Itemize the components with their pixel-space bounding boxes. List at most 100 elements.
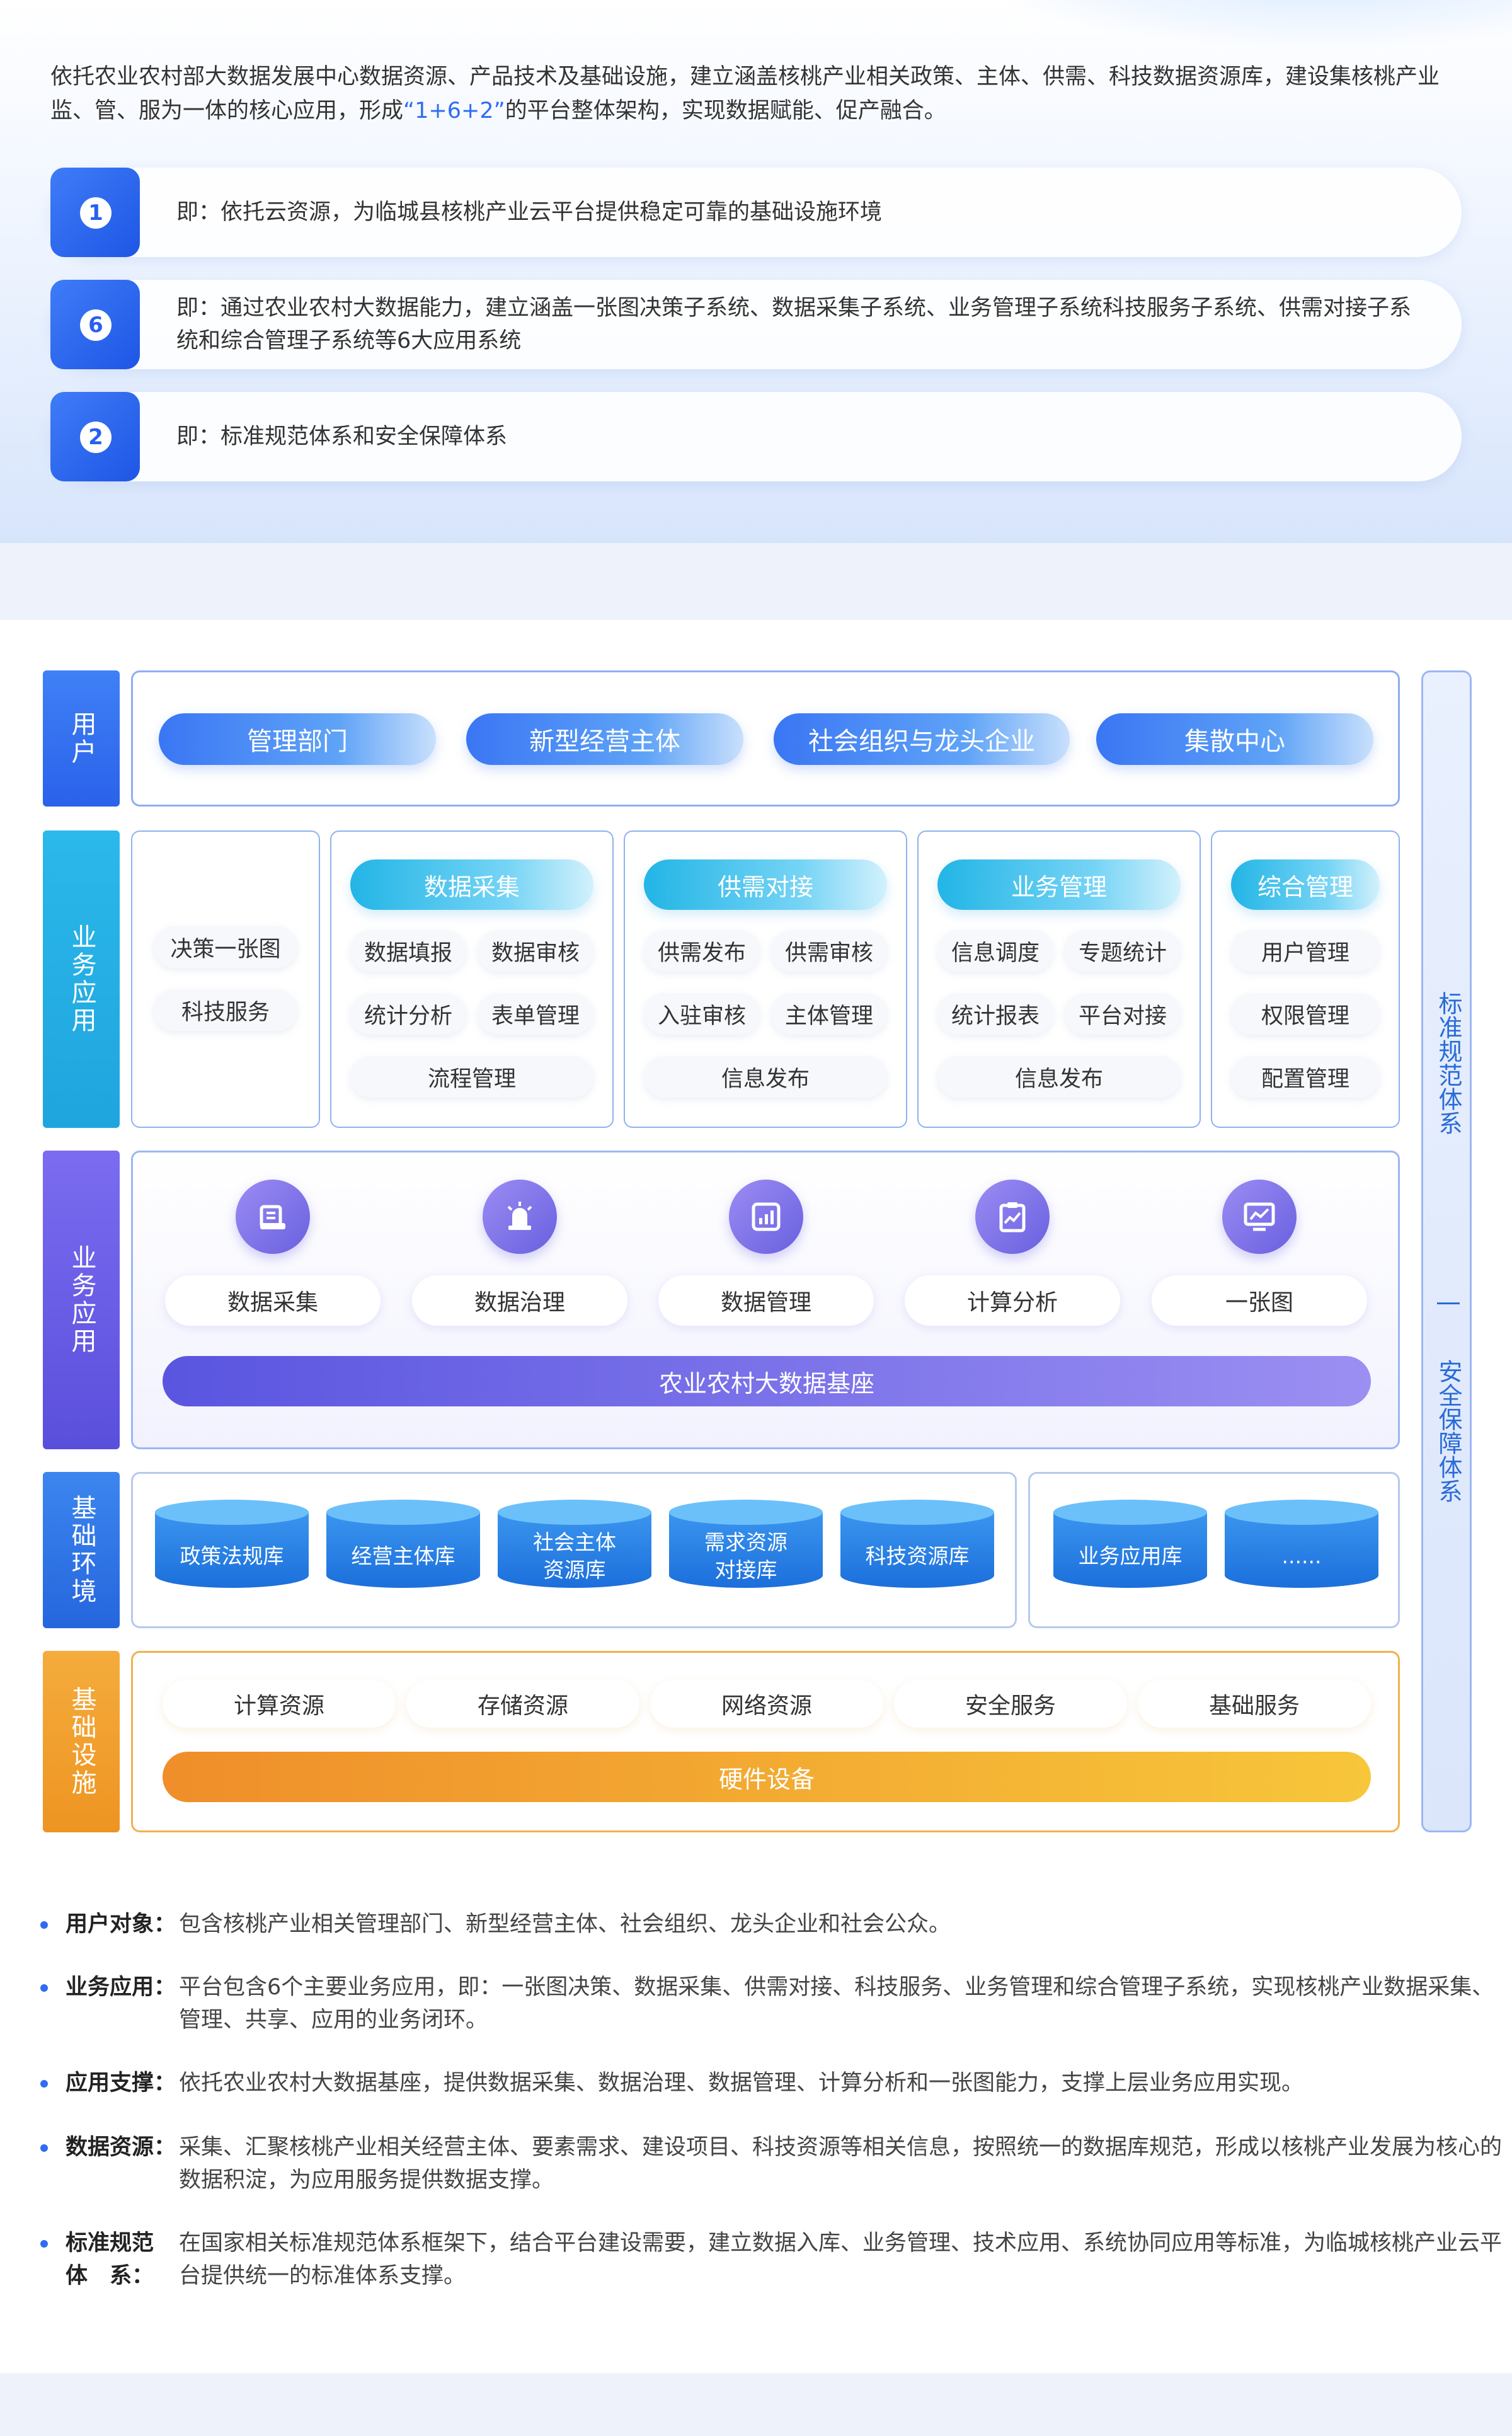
cylinder-top <box>155 1500 309 1525</box>
database-cylinder: 科技资源库 <box>840 1500 994 1600</box>
cylinder-body <box>669 1512 823 1588</box>
intro-text-2: 的平台整体架构，实现数据赋能、促产融合。 <box>505 98 946 124</box>
number-badge-label: 1 <box>80 197 112 229</box>
infra-layer-frame <box>131 1651 1400 1832</box>
bullet-key: 标准规范体 系： <box>66 2231 154 2289</box>
data-collection-icon <box>236 1180 310 1254</box>
number-badge-label: 2 <box>80 422 112 453</box>
biz-item: 供需审核 <box>771 930 887 972</box>
biz-item: 数据审核 <box>478 930 593 972</box>
cylinder-body <box>1053 1512 1207 1588</box>
biz-item: 专题统计 <box>1065 930 1181 972</box>
platform-capability: 数据管理 <box>658 1275 874 1326</box>
biz-item: 供需发布 <box>644 930 760 972</box>
sidebar-security-text: 安全保障体系 <box>1423 1359 1474 1511</box>
bullet-dot <box>40 2144 48 2152</box>
user-pill: 管理部门 <box>159 713 436 765</box>
infra-resource: 安全服务 <box>894 1680 1127 1728</box>
cylinder-body <box>326 1512 480 1588</box>
cylinder-top <box>669 1500 823 1525</box>
database-label: 需求资源对接库 <box>704 1530 788 1582</box>
bullet-key: 数据资源： <box>66 2135 176 2160</box>
intro-highlight: “1+6+2” <box>403 98 505 124</box>
number-badge-label: 6 <box>80 309 112 341</box>
infra-resource: 网络资源 <box>650 1680 883 1728</box>
user-pill: 新型经营主体 <box>466 713 743 765</box>
bullet-key: 用户对象： <box>66 1912 176 1937</box>
cylinder-top <box>840 1500 994 1525</box>
bullet-value: 平台包含6个主要业务应用，即：一张图决策、数据采集、供需对接、科技服务、业务管理… <box>179 1975 1494 2033</box>
bullet-key: 应用支撑： <box>66 2071 176 2096</box>
biz-item: 科技服务 <box>154 989 297 1031</box>
layer-label-base-env: 基础环境 <box>43 1472 120 1628</box>
database-cylinder: 社会主体资源库 <box>498 1500 651 1600</box>
infra-resource: 基础服务 <box>1138 1680 1371 1728</box>
layer-label-text: 用户 <box>67 711 96 766</box>
cylinder-top <box>498 1500 651 1525</box>
biz-item: 信息调度 <box>937 930 1053 972</box>
bullet-value: 采集、汇聚核桃产业相关经营主体、要素需求、建设项目、科技资源等相关信息，按照统一… <box>179 2135 1503 2193</box>
sidebar-standards-text: 标准规范体系 <box>1423 991 1474 1143</box>
biz-item: 主体管理 <box>771 993 887 1035</box>
numbered-item-6: 6 即：通过农业农村大数据能力，建立涵盖一张图决策子系统、数据采集子系统、业务管… <box>50 280 1462 369</box>
sidebar-standards-label: 标准规范体系 <box>1435 991 1462 1135</box>
cylinder-top <box>1225 1500 1378 1525</box>
biz-item: 平台对接 <box>1065 993 1181 1035</box>
database-cylinder: 需求资源对接库 <box>669 1500 823 1600</box>
bullet-key: 业务应用： <box>66 1975 176 2000</box>
biz-item: 决策一张图 <box>154 926 297 968</box>
biz-item: 表单管理 <box>478 993 593 1035</box>
database-label: ...... <box>1281 1544 1322 1568</box>
map-overview-icon <box>1222 1180 1297 1254</box>
sidebar-separator <box>1437 1302 1460 1304</box>
biz-item: 用户管理 <box>1231 930 1380 972</box>
layer-label-biz-app: 业务应用 <box>43 830 120 1128</box>
cylinder-top <box>1053 1500 1207 1525</box>
bullet-value: 包含核桃产业相关管理部门、新型经营主体、社会组织、龙头企业和社会公众。 <box>179 1912 951 1937</box>
database-cylinder: 政策法规库 <box>155 1500 309 1600</box>
intro-section: 依托农业农村部大数据发展中心数据资源、产品技术及基础设施，建立涵盖核桃产业相关政… <box>0 0 1512 543</box>
bullet-dot <box>40 2080 48 2088</box>
biz-item: 信息发布 <box>644 1056 887 1098</box>
cylinder-body <box>498 1512 651 1588</box>
platform-capability: 计算分析 <box>905 1275 1120 1326</box>
cylinder-body <box>1225 1512 1378 1588</box>
bullet-dot <box>40 1984 48 1992</box>
biz-item: 数据填报 <box>350 930 466 972</box>
biz-item: 权限管理 <box>1231 993 1380 1035</box>
cylinder-body <box>840 1512 994 1588</box>
intro-text-1: 依托农业农村部大数据发展中心数据资源、产品技术及基础设施，建立涵盖核桃产业相关政… <box>50 64 1440 124</box>
database-label: 社会主体资源库 <box>533 1530 616 1582</box>
biz-item: 统计分析 <box>350 993 466 1035</box>
biz-item: 入驻审核 <box>644 993 760 1035</box>
biz-module-title: 供需对接 <box>644 859 887 910</box>
hardware-bar: 硬件设备 <box>163 1752 1371 1802</box>
numbered-item-text: 即：依托云资源，为临城县核桃产业云平台提供稳定可靠的基础设施环境 <box>176 200 883 225</box>
bullet-value: 在国家相关标准规范体系框架下，结合平台建设需要，建立数据入库、业务管理、技术应用… <box>179 2231 1503 2289</box>
platform-capability: 数据采集 <box>165 1275 381 1326</box>
number-badge: 2 <box>50 392 140 481</box>
numbered-item-1: 1 即：依托云资源，为临城县核桃产业云平台提供稳定可靠的基础设施环境 <box>50 168 1462 257</box>
data-governance-icon <box>483 1180 557 1254</box>
biz-module-title: 综合管理 <box>1231 859 1380 910</box>
biz-module-title: 数据采集 <box>350 859 593 910</box>
layer-label-text: 业务应用 <box>67 924 96 1035</box>
sidebar-security-label: 安全保障体系 <box>1435 1359 1462 1503</box>
layer-label-text: 基础设施 <box>67 1686 96 1797</box>
bullet-value: 依托农业农村大数据基座，提供数据采集、数据治理、数据管理、计算分析和一张图能力，… <box>179 2071 1304 2096</box>
user-pill: 集散中心 <box>1096 713 1373 765</box>
decorative-glow <box>945 0 1512 50</box>
database-cylinder: 业务应用库 <box>1053 1500 1207 1600</box>
number-badge: 1 <box>50 168 140 257</box>
database-label: 业务应用库 <box>1078 1544 1183 1568</box>
data-management-icon <box>729 1180 803 1254</box>
bullet-dot <box>40 2240 48 2248</box>
biz-left-box <box>131 830 320 1128</box>
infra-resource: 计算资源 <box>163 1680 396 1728</box>
user-pill: 社会组织与龙头企业 <box>774 713 1070 765</box>
platform-capability: 一张图 <box>1152 1275 1367 1326</box>
layer-label-platform: 业务应用 <box>43 1151 120 1449</box>
data-base-bar: 农业农村大数据基座 <box>163 1356 1371 1406</box>
numbered-item-2: 2 即：标准规范体系和安全保障体系 <box>50 392 1462 481</box>
layer-label-text: 业务应用 <box>67 1244 96 1355</box>
